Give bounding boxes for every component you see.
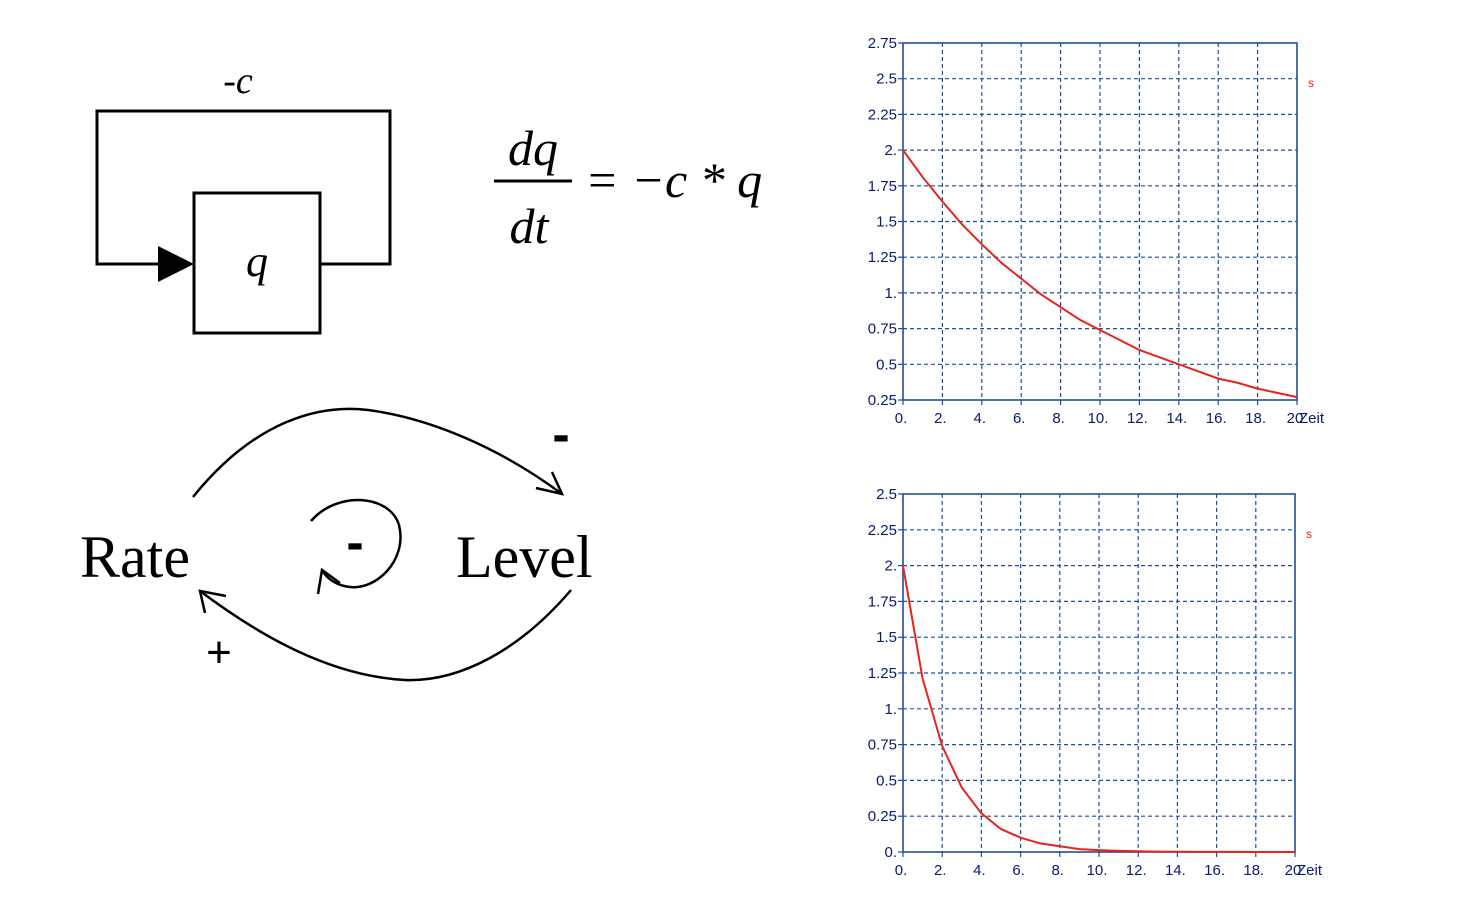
level-to-rate-arrow [199, 589, 572, 682]
rate-label: Rate [80, 524, 190, 590]
chart-top-y-tick-label: 2.25 [868, 106, 897, 123]
chart-bottom-y-tick-label: 0.25 [868, 808, 897, 825]
chart-top-x-ticks: 0. 2. 4. 6. 8. 10. 12. 14. 16. 18. 20 [895, 400, 1304, 427]
chart-top-y-tick-label: 1. [884, 285, 897, 302]
chart-bottom-x-tick-label: 4. [973, 862, 986, 879]
chart-top-x-tick-label: 4. [974, 410, 987, 427]
rate-to-level-arrowhead-icon [535, 471, 565, 496]
chart-bottom-grid [903, 494, 1295, 852]
chart-bottom-x-tick-label: 10. [1087, 862, 1108, 879]
chart-bottom-y-tick-label: 0.5 [876, 772, 897, 789]
chart-top-y-tick-label: 2. [884, 142, 897, 159]
chart-top-x-tick-label: 12. [1127, 410, 1148, 427]
chart-bottom-x-tick-label: 20 [1285, 862, 1302, 879]
chart-top-y-tick-label: 0.25 [868, 392, 897, 409]
chart-bottom-y-tick-label: 1.25 [868, 665, 897, 682]
chart-bottom-x-tick-label: 6. [1012, 862, 1025, 879]
chart-top-y-tick-label: 1.75 [868, 178, 897, 195]
state-box [192, 191, 322, 335]
bottom-link-sign: + [206, 628, 232, 677]
chart-top-x-tick-label: 8. [1052, 410, 1065, 427]
chart-top-y-tick-label: 2.75 [868, 35, 897, 52]
top-link-sign: - [552, 406, 569, 464]
loop-polarity-circle-icon [310, 498, 402, 589]
equation-numerator: dq [508, 120, 558, 176]
chart-top-x-axis-label: Zeit [1299, 410, 1325, 427]
chart-bottom-x-ticks: 0. 2. 4. 6. 8. 10. 12. 14. 16. 18. 20 [895, 852, 1302, 879]
chart-bottom-y-tick-label: 1.75 [868, 593, 897, 610]
chart-top-series-label: s [1308, 76, 1314, 90]
chart-top-y-tick-label: 1.5 [876, 214, 897, 231]
chart-bottom-x-tick-label: 8. [1052, 862, 1065, 879]
chart-bottom-x-axis-label: Zeit [1297, 862, 1323, 879]
block-diagram: -c q [95, 60, 392, 335]
chart-top: 0.25 0.5 0.75 1. 1.25 1.5 1.75 2. 2.25 2.5 2.75 0.… [868, 35, 1325, 427]
loop-polarity-sign: - [346, 514, 363, 572]
chart-bottom-y-tick-label: 2. [884, 558, 897, 575]
chart-top-y-tick-label: 1.25 [868, 249, 897, 266]
chart-bottom-x-tick-label: 12. [1126, 862, 1147, 879]
chart-bottom-y-tick-label: 1.5 [876, 629, 897, 646]
chart-top-x-tick-label: 10. [1088, 410, 1109, 427]
chart-top-grid [903, 43, 1297, 400]
chart-top-x-tick-label: 20 [1287, 410, 1304, 427]
differential-equation: dq dt = −c * q [494, 120, 762, 254]
chart-bottom-y-tick-label: 2.5 [876, 486, 897, 503]
chart-top-x-tick-label: 18. [1245, 410, 1266, 427]
chart-bottom-series-label: s [1306, 527, 1312, 541]
chart-bottom-series-line [902, 565, 1295, 853]
chart-bottom-y-tick-label: 0. [884, 844, 897, 861]
chart-top-x-tick-label: 6. [1013, 410, 1026, 427]
level-to-rate-arrowhead-icon [198, 589, 227, 614]
chart-top-x-tick-label: 2. [934, 410, 947, 427]
rate-to-level-arrow [192, 407, 563, 498]
chart-top-series-line [902, 149, 1298, 399]
loop-polarity-arrowhead-icon [316, 567, 341, 595]
chart-bottom-y-ticks: 0. 0.25 0.5 0.75 1. 1.25 1.5 1.75 2. 2.25 2.5 [868, 486, 903, 861]
feedback-arrowhead-icon [158, 246, 194, 282]
chart-top-y-ticks: 0.25 0.5 0.75 1. 1.25 1.5 1.75 2. 2.25 2.5 2.75 [868, 35, 903, 409]
equation-denominator: dt [510, 198, 550, 254]
level-label: Level [456, 524, 593, 590]
chart-top-y-tick-label: 0.5 [876, 356, 897, 373]
chart-bottom-y-tick-label: 0.75 [868, 737, 897, 754]
equation-rhs: = −c * q [585, 152, 762, 208]
chart-bottom-x-tick-label: 16. [1204, 862, 1225, 879]
causal-loop-diagram: Rate Level - + - [80, 406, 593, 682]
feedback-loop-line [95, 109, 392, 266]
chart-top-x-tick-label: 0. [895, 410, 908, 427]
chart-top-y-tick-label: 2.5 [876, 71, 897, 88]
chart-top-y-tick-label: 0.75 [868, 321, 897, 338]
chart-top-x-tick-label: 14. [1166, 410, 1187, 427]
state-box-label: q [246, 237, 268, 286]
chart-bottom-x-tick-label: 18. [1243, 862, 1264, 879]
chart-bottom-x-tick-label: 14. [1165, 862, 1186, 879]
feedback-gain-label: -c [223, 60, 253, 102]
chart-bottom-x-tick-label: 0. [895, 862, 908, 879]
chart-bottom: 0. 0.25 0.5 0.75 1. 1.25 1.5 1.75 2. 2.25 2.5 0. 2.… [868, 486, 1323, 879]
chart-bottom-x-tick-label: 2. [934, 862, 947, 879]
chart-top-x-tick-label: 16. [1206, 410, 1227, 427]
chart-bottom-y-tick-label: 1. [884, 701, 897, 718]
chart-bottom-y-tick-label: 2.25 [868, 522, 897, 539]
